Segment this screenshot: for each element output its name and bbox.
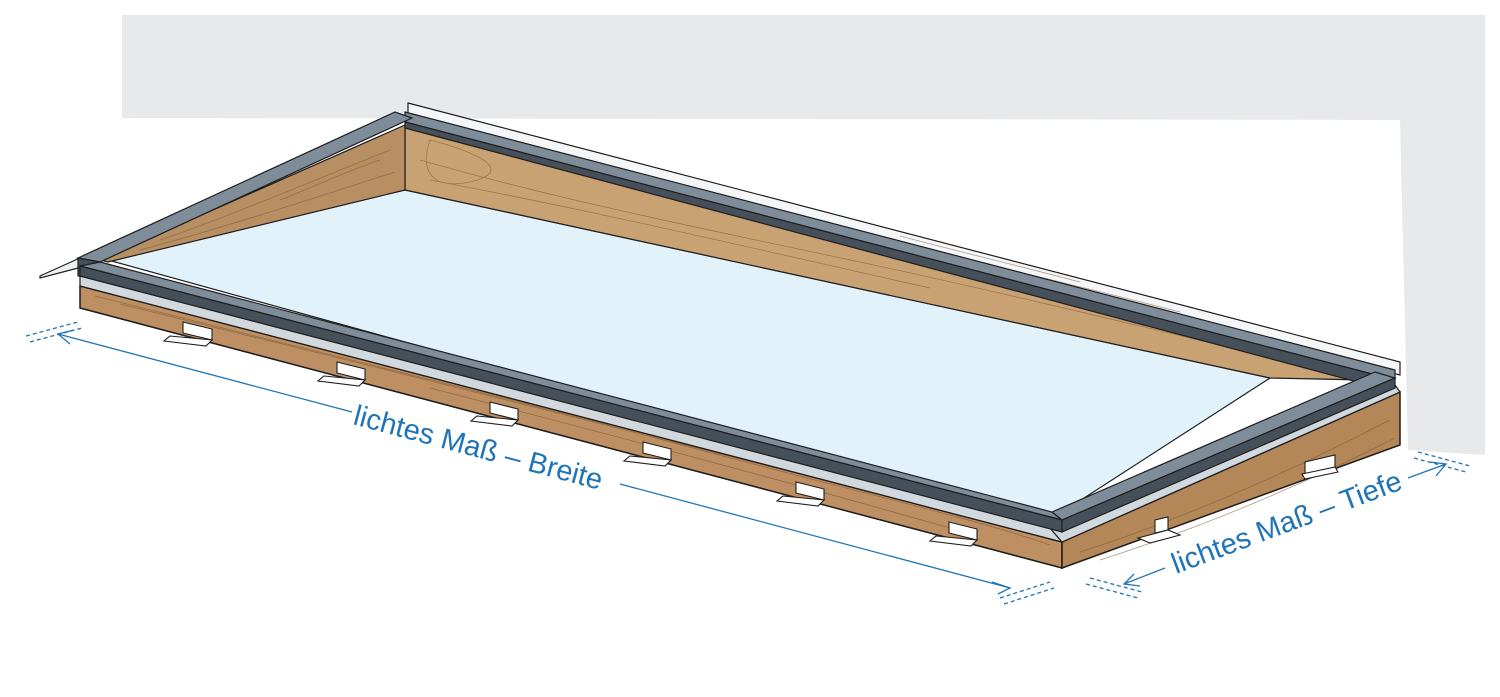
width-extension-right bbox=[999, 581, 1055, 605]
depth-arrow-left bbox=[1122, 573, 1141, 587]
spacer-pad bbox=[1136, 516, 1182, 544]
spacer-pad bbox=[928, 521, 979, 547]
back-wall bbox=[122, 15, 1485, 455]
spacer-pad bbox=[316, 361, 367, 387]
depth-dimension bbox=[1085, 451, 1471, 599]
width-dimension-line-left bbox=[57, 333, 353, 413]
inner-wall-left bbox=[98, 124, 406, 263]
spacer-pad bbox=[775, 481, 826, 507]
width-extension-left bbox=[25, 321, 83, 343]
right-frame-rail-face bbox=[1061, 377, 1396, 533]
depth-dimension-line-left bbox=[1123, 567, 1166, 585]
spacer-pad bbox=[622, 441, 673, 467]
spacer-pad bbox=[469, 401, 520, 427]
spacer-pad bbox=[1301, 454, 1339, 480]
depth-dimension-line-right bbox=[1407, 463, 1447, 479]
width-dimension-line-right bbox=[619, 483, 1011, 589]
width-dimension bbox=[25, 321, 1055, 605]
depth-extension-right bbox=[1413, 451, 1471, 473]
width-arrow-right bbox=[991, 581, 1012, 595]
spacer-pad bbox=[162, 321, 214, 347]
spacer-pads bbox=[162, 321, 1339, 547]
left-glass-flange bbox=[39, 256, 83, 279]
depth-arrow-right bbox=[1429, 461, 1448, 477]
depth-extension-left bbox=[1085, 577, 1143, 599]
